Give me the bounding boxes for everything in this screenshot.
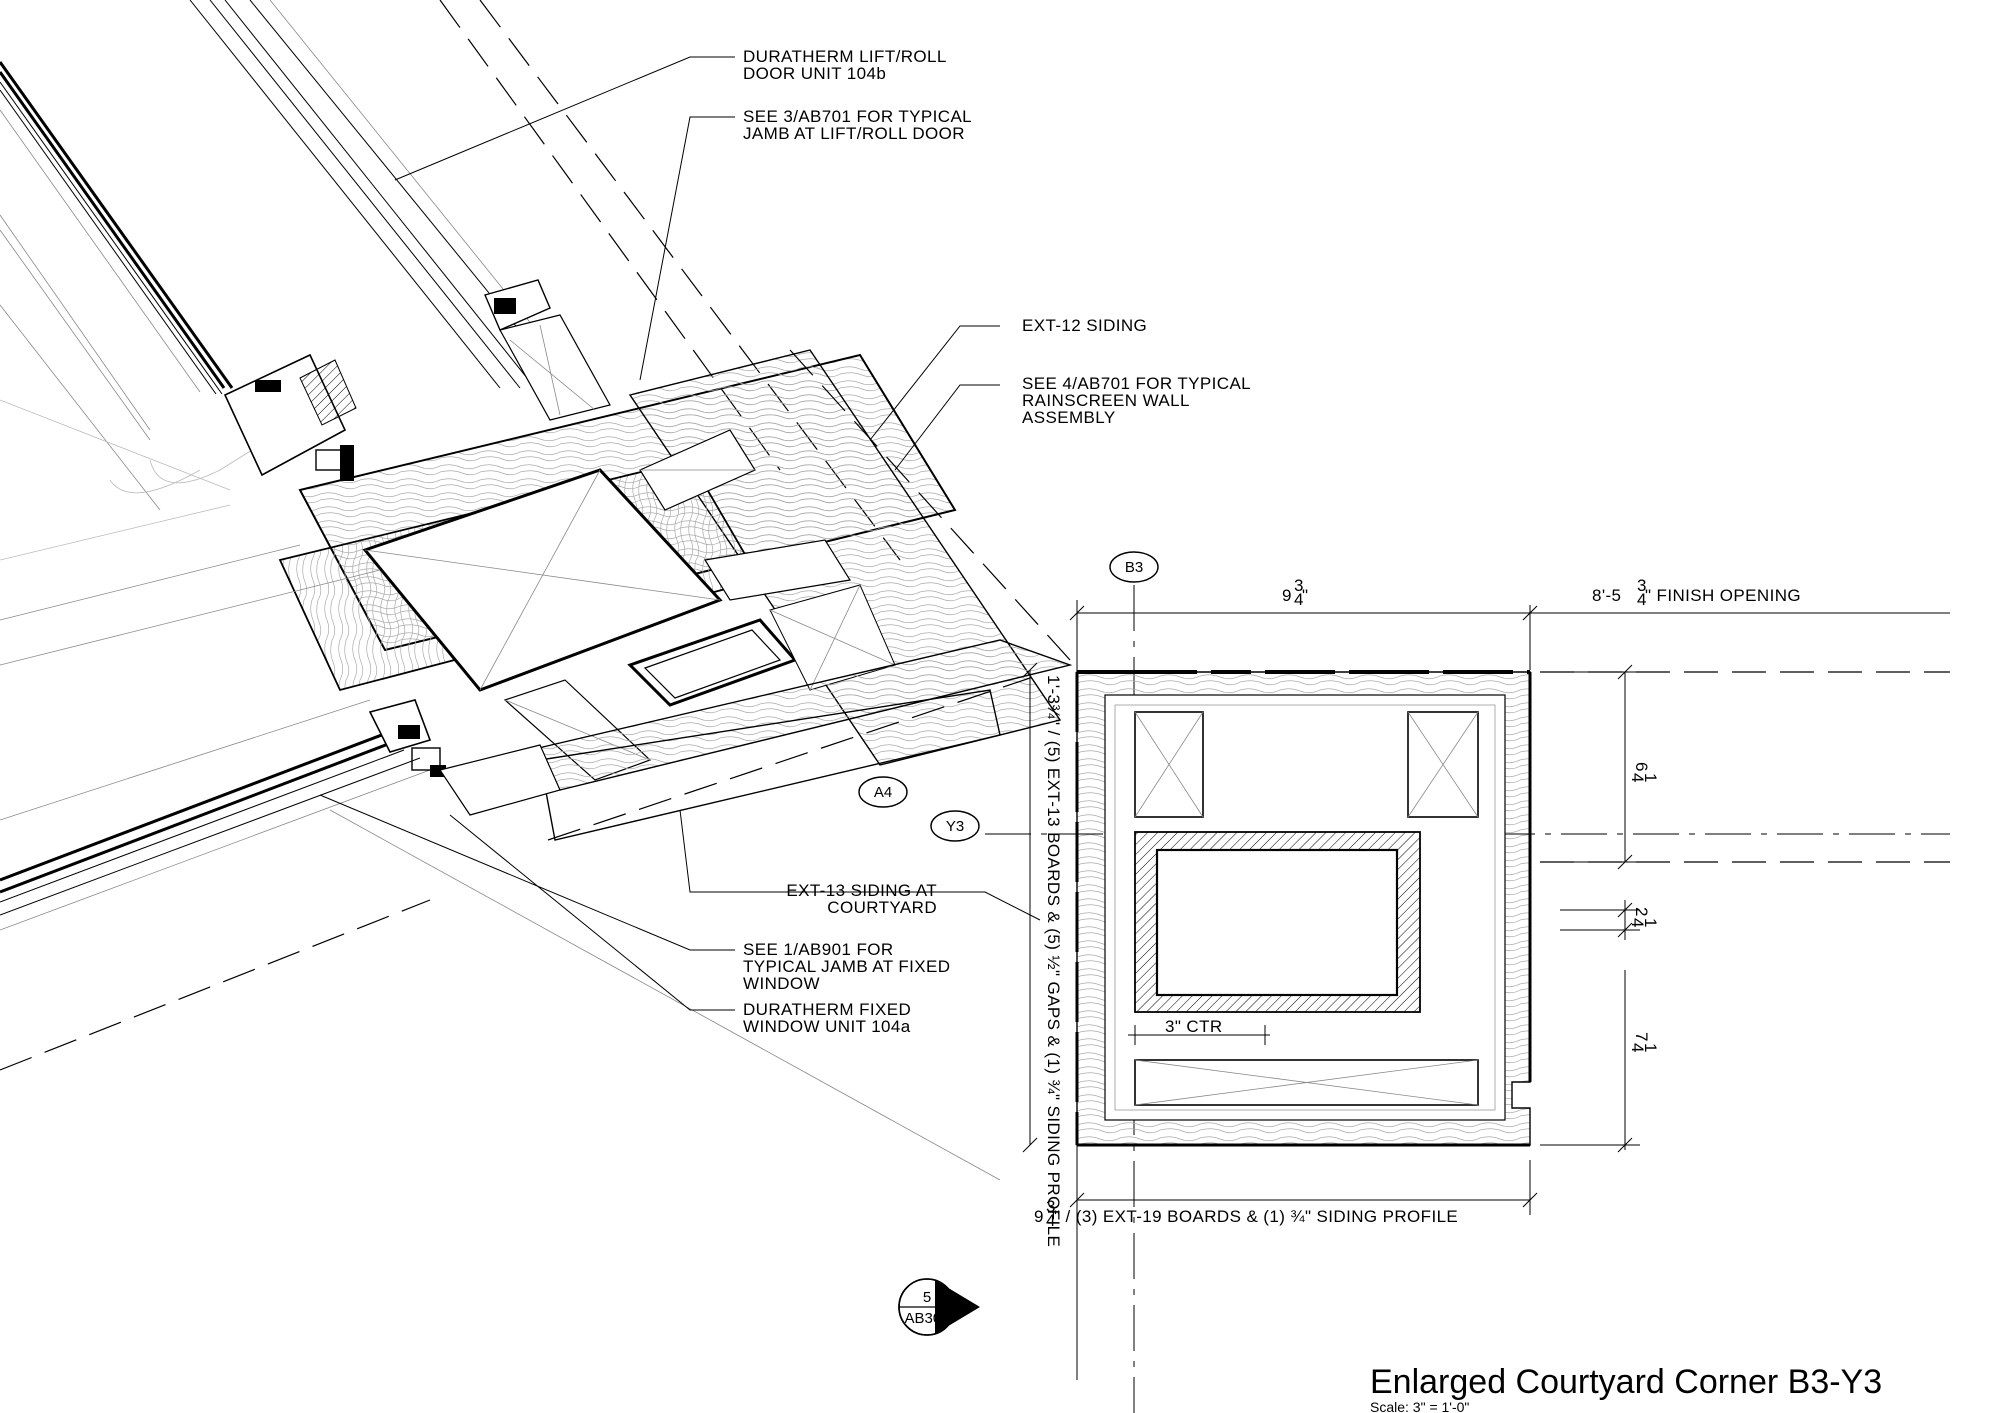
dim-right-upper: 6 1 4 [1628, 762, 1660, 783]
note-see-1-ab901-line1: SEE 1/AB901 FOR [743, 940, 894, 959]
svg-text:1: 1 [1641, 1043, 1660, 1053]
svg-text:1: 1 [1641, 918, 1660, 928]
svg-text:4: 4 [1046, 1211, 1056, 1230]
grid-bubble-y3: Y3 [930, 810, 980, 842]
dim-ctr-spacing: 3" CTR [1165, 1017, 1223, 1036]
dim-top-width: 9 3 4 " [1282, 576, 1308, 609]
svg-text:2: 2 [1632, 907, 1651, 917]
annotation-notes: DURATHERM LIFT/ROLL DOOR UNIT 104b SEE 3… [743, 47, 1251, 1036]
svg-text:" FINISH OPENING: " FINISH OPENING [1645, 586, 1801, 605]
svg-text:3: 3 [1294, 576, 1304, 595]
drawing-title: Enlarged Courtyard Corner B3-Y3 [1370, 1363, 1882, 1401]
isometric-wall-corner [0, 0, 1073, 1181]
note-see-1-ab901-line3: WINDOW [743, 974, 820, 993]
svg-text:4: 4 [1294, 590, 1304, 609]
dimension-labels: 9 3 4 " 8'-5 3 4 " FINISH OPENING 1'-3¾"… [1034, 576, 1801, 1247]
svg-text:B3: B3 [1125, 559, 1143, 576]
note-fixed-window-line2: WINDOW UNIT 104a [743, 1017, 911, 1036]
svg-text:4: 4 [1628, 1043, 1647, 1053]
svg-text:3: 3 [1046, 1197, 1056, 1216]
section-number: 5 [923, 1289, 931, 1306]
dim-bottom: 9 3 4 " / (3) EXT-19 BOARDS & (1) ¾" SID… [1034, 1197, 1458, 1230]
section-marker[interactable]: 5 AB303 [898, 1278, 980, 1336]
dim-finish-opening: 8'-5 3 4 " FINISH OPENING [1592, 576, 1801, 609]
note-ext13-siding-line2: COURTYARD [827, 898, 937, 917]
grid-bubble-b3: B3 [1109, 551, 1159, 583]
svg-text:": " [1302, 586, 1308, 605]
note-see-1-ab901-line2: TYPICAL JAMB AT FIXED [743, 957, 950, 976]
svg-text:4: 4 [1628, 918, 1647, 928]
note-see-4-ab701-line3: ASSEMBLY [1022, 408, 1116, 427]
dim-right-lower: 7 1 4 [1628, 1032, 1660, 1053]
svg-text:Y3: Y3 [946, 818, 964, 835]
note-see-4-ab701-line2: RAINSCREEN WALL [1022, 391, 1190, 410]
svg-text:6: 6 [1632, 762, 1651, 772]
svg-text:4: 4 [1637, 590, 1647, 609]
drawing-scale: Scale: 3" = 1'-0" [1370, 1399, 1469, 1413]
svg-text:8'-5: 8'-5 [1592, 586, 1621, 605]
note-ext13-siding-line1: EXT-13 SIDING AT [786, 881, 937, 900]
svg-text:9: 9 [1034, 1207, 1044, 1226]
note-ext12-siding: EXT-12 SIDING [1022, 316, 1147, 335]
svg-text:9: 9 [1282, 586, 1292, 605]
dim-right-middle: 2 1 4 [1628, 907, 1660, 928]
svg-text:" / (3) EXT-19 BOARDS & (1) ¾": " / (3) EXT-19 BOARDS & (1) ¾" SIDING PR… [1054, 1207, 1458, 1226]
dim-vertical-left: 1'-3¾" / (5) EXT-13 BOARDS & (5) ½" GAPS… [1044, 675, 1063, 1247]
section-sheet: AB303 [904, 1310, 949, 1327]
note-see-3-ab701-line2: JAMB AT LIFT/ROLL DOOR [743, 124, 965, 143]
plan-detail [985, 585, 1950, 1413]
svg-text:A4: A4 [874, 784, 892, 801]
note-fixed-window-line1: DURATHERM FIXED [743, 1000, 911, 1019]
note-lift-roll-door-line2: DOOR UNIT 104b [743, 64, 886, 83]
grid-bubble-a4: A4 [858, 776, 908, 808]
svg-text:1: 1 [1641, 773, 1660, 783]
leader-lines [319, 56, 1041, 1011]
note-see-3-ab701-line1: SEE 3/AB701 FOR TYPICAL [743, 107, 972, 126]
svg-text:3: 3 [1637, 576, 1647, 595]
grid-bubbles: B3 A4 Y3 [858, 551, 1159, 842]
svg-text:4: 4 [1628, 773, 1647, 783]
note-lift-roll-door-line1: DURATHERM LIFT/ROLL [743, 47, 947, 66]
note-see-4-ab701-line1: SEE 4/AB701 FOR TYPICAL [1022, 374, 1251, 393]
svg-text:7: 7 [1632, 1032, 1651, 1042]
